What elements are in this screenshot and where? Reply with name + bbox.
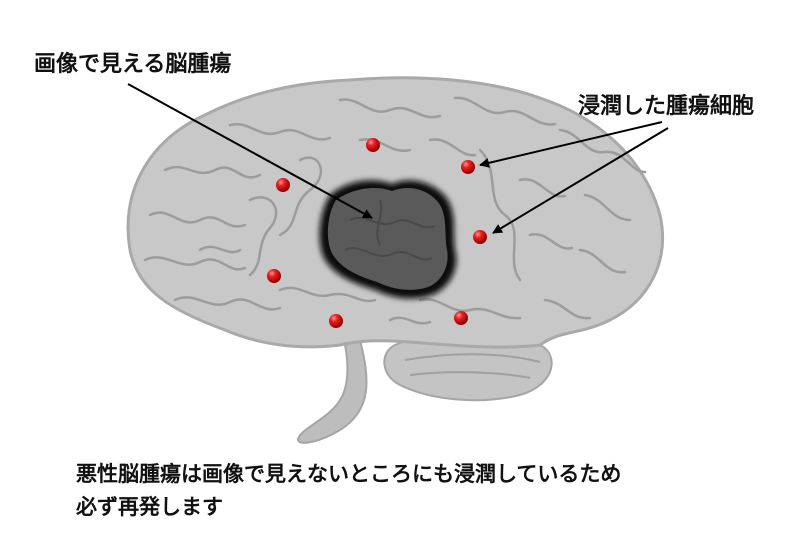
label-visible-tumor: 画像で見える脳腫瘍 <box>34 52 232 77</box>
brain-stem <box>296 338 368 444</box>
arrow-to-cell-upper <box>479 121 663 168</box>
cell-1 <box>366 138 380 152</box>
label-infiltrating-cells: 浸潤した腫瘍細胞 <box>578 94 755 119</box>
cell-7 <box>454 311 468 325</box>
cell-2 <box>276 178 290 192</box>
caption: 悪性脳腫瘍は画像で見えないところにも浸潤しているため 必ず再発します <box>76 458 621 524</box>
cell-3 <box>461 160 475 174</box>
arrow-to-cell-lower <box>492 127 669 234</box>
arrow-to-tumor <box>127 83 373 219</box>
caption-line-2: 必ず再発します <box>76 495 223 519</box>
cell-4 <box>473 230 487 244</box>
arrows <box>127 83 669 234</box>
cell-6 <box>329 314 343 328</box>
caption-line-1: 悪性脳腫瘍は画像で見えないところにも浸潤しているため <box>76 462 622 486</box>
cerebellum <box>383 332 553 402</box>
infiltrating-cells <box>267 138 487 328</box>
tumor-mass <box>319 180 457 299</box>
cell-5 <box>267 269 281 283</box>
